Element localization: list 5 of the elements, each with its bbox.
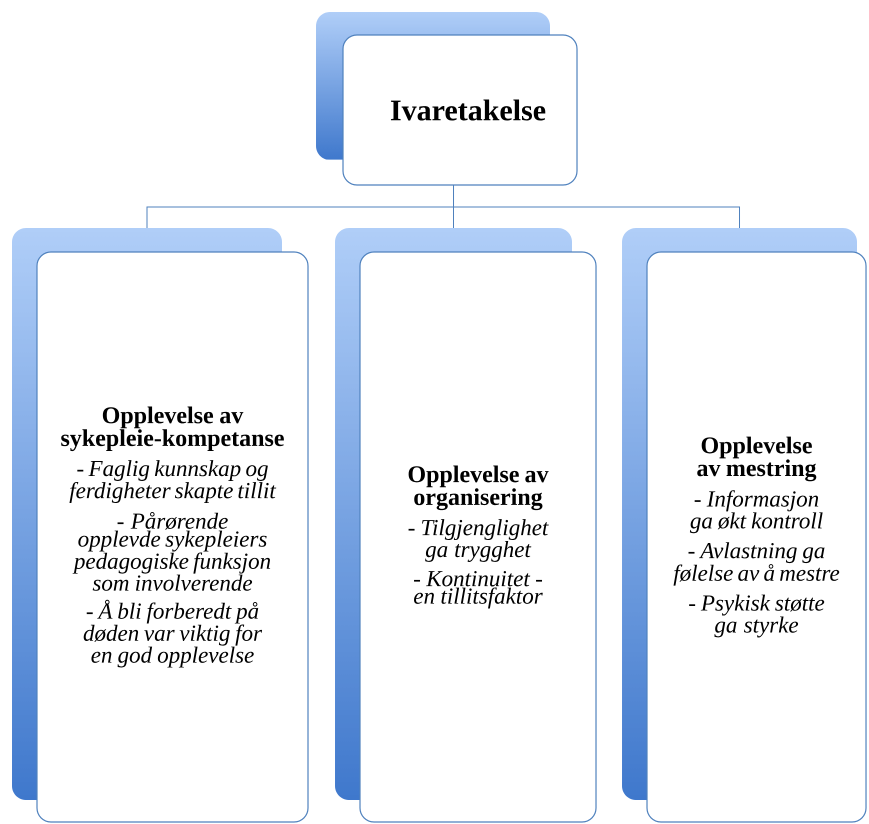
card: Opplevelse av sykepleie-kompetanse - Faglig kunnskap og ferdigheter skapte tillit - Pårørende opplevde sykepleiers pedagogiske funksjon som involverende - Å bli forberedt på døden var viktig for en god opplevelse — [36, 251, 309, 823]
card: Opplevelse av organisering - Tilgjenglighet ga trygghet - Kontinuitet - en tillitsfaktor — [359, 251, 597, 823]
card: Opplevelse av mestring - Informasjon ga økt kontroll - Avlastning ga følelse av å mestre - Psykisk støtte ga styrke — [646, 251, 867, 823]
card: Ivaretakelse — [342, 34, 578, 186]
connector-line — [453, 184, 740, 228]
